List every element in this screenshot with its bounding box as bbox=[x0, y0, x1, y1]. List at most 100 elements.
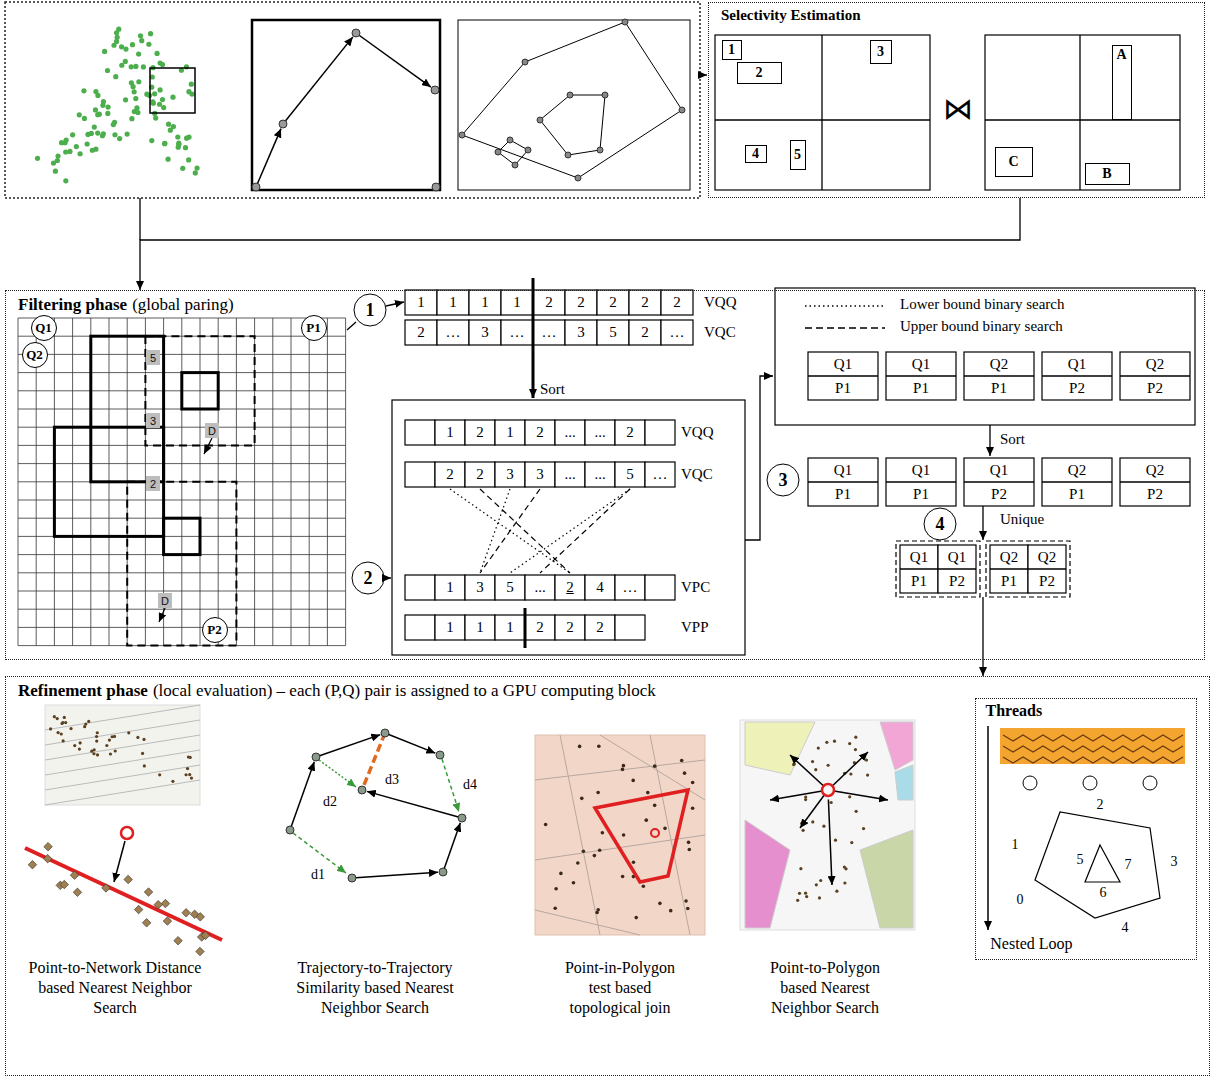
gps-point bbox=[850, 841, 853, 844]
distance-label: d2 bbox=[320, 793, 340, 811]
gps-point bbox=[182, 909, 190, 917]
data-point bbox=[139, 38, 144, 43]
pair-divider bbox=[808, 481, 878, 482]
array-cell bbox=[465, 420, 495, 445]
polygon-vertex bbox=[495, 149, 501, 155]
edge-number: 0 bbox=[1013, 892, 1027, 908]
pair-cell bbox=[1120, 458, 1190, 506]
array-cell-value: P1 bbox=[964, 376, 1034, 400]
gps-point bbox=[64, 721, 67, 724]
dataset-circle: P1 bbox=[301, 315, 327, 341]
array-cell-value: 2 bbox=[565, 290, 597, 315]
edge-number: 5 bbox=[1073, 852, 1087, 868]
array-cell-value: … bbox=[533, 320, 565, 345]
gps-point bbox=[174, 936, 182, 944]
query-point bbox=[121, 827, 133, 839]
array-cell-value: … bbox=[501, 320, 533, 345]
gps-point bbox=[576, 861, 580, 865]
gps-point bbox=[201, 931, 209, 939]
legend-box bbox=[775, 288, 1195, 425]
trajectory-point bbox=[358, 786, 366, 794]
polygon-vertex bbox=[575, 175, 581, 181]
gps-point bbox=[559, 872, 563, 876]
gps-point bbox=[631, 779, 635, 783]
data-point bbox=[63, 178, 68, 183]
grid-line bbox=[18, 591, 346, 592]
gps-point bbox=[596, 791, 600, 795]
panel-heading: Filtering phase bbox=[18, 295, 127, 314]
array-cell-value: Q1 bbox=[938, 545, 976, 569]
data-point bbox=[136, 51, 141, 56]
loop-arrow bbox=[987, 726, 989, 930]
array-cell-value: P1 bbox=[990, 569, 1028, 593]
array-cell-value: 2 bbox=[629, 290, 661, 315]
pair-cell bbox=[886, 458, 956, 506]
grid-line bbox=[327, 318, 328, 646]
array-cell-value: 3 bbox=[469, 320, 501, 345]
gps-point bbox=[196, 913, 204, 921]
land-polygon bbox=[880, 722, 913, 770]
array-cell-value: P2 bbox=[1120, 376, 1190, 400]
gps-point bbox=[143, 764, 146, 767]
array-cell-value: P1 bbox=[900, 569, 938, 593]
gps-point bbox=[49, 727, 52, 730]
gps-point bbox=[622, 764, 626, 768]
data-point bbox=[189, 82, 194, 87]
trajectory-point bbox=[252, 183, 260, 191]
box-label: 1 bbox=[728, 42, 735, 58]
gps-point bbox=[69, 727, 72, 730]
caption: Point-to-Polygon based Nearest Neighbor … bbox=[758, 958, 893, 1038]
array-cell-value: Q1 bbox=[1042, 352, 1112, 376]
gps-point bbox=[825, 741, 828, 744]
cell-id: 5 bbox=[146, 350, 160, 365]
array-cell bbox=[495, 420, 525, 445]
cell-id: 3 bbox=[146, 413, 160, 428]
array-cell-value: P2 bbox=[964, 482, 1034, 506]
array-cell bbox=[565, 320, 597, 345]
array-cell bbox=[525, 462, 555, 487]
callout-number: 3 bbox=[767, 464, 799, 496]
grid-box: C bbox=[995, 147, 1033, 177]
gps-point bbox=[598, 848, 602, 852]
trajectory-point bbox=[348, 874, 356, 882]
data-point bbox=[77, 151, 82, 156]
gps-point bbox=[822, 825, 825, 828]
array-cell bbox=[501, 320, 533, 345]
gps-point bbox=[843, 865, 846, 868]
dataset-circle: P2 bbox=[202, 617, 228, 643]
array-cell-value: 5 bbox=[495, 575, 525, 600]
parcel-line bbox=[560, 735, 600, 935]
road-line bbox=[45, 735, 200, 760]
array-cell bbox=[435, 615, 465, 640]
polygon-shape bbox=[540, 95, 605, 155]
step-label: Sort bbox=[1000, 430, 1050, 448]
gps-point bbox=[141, 752, 144, 755]
gps-point bbox=[817, 747, 820, 750]
gps-point bbox=[134, 905, 142, 913]
distance-arrow bbox=[832, 752, 868, 786]
array-cell-value: 2 bbox=[597, 290, 629, 315]
road-line bbox=[45, 780, 200, 805]
data-point bbox=[151, 101, 156, 106]
gps-point bbox=[835, 890, 838, 893]
gps-point bbox=[580, 797, 584, 801]
array-cell bbox=[465, 575, 495, 600]
gps-point bbox=[687, 841, 691, 845]
upper-bound-search bbox=[540, 489, 630, 573]
pair-cell bbox=[964, 458, 1034, 506]
query-region bbox=[91, 336, 164, 482]
data-point bbox=[154, 51, 159, 56]
gps-point bbox=[691, 781, 695, 785]
array-cell-value: 1 bbox=[435, 575, 465, 600]
data-region bbox=[127, 482, 236, 646]
polygon-shape bbox=[1035, 812, 1160, 918]
gps-point bbox=[601, 831, 605, 835]
dataset-label: Q2 bbox=[26, 347, 43, 363]
array-cell bbox=[405, 575, 435, 600]
gps-point bbox=[79, 741, 82, 744]
grid-line bbox=[291, 318, 292, 646]
gps-point bbox=[578, 745, 582, 749]
road-line bbox=[45, 750, 200, 775]
thread-panel: ThreadsNested Loop bbox=[975, 698, 1197, 960]
